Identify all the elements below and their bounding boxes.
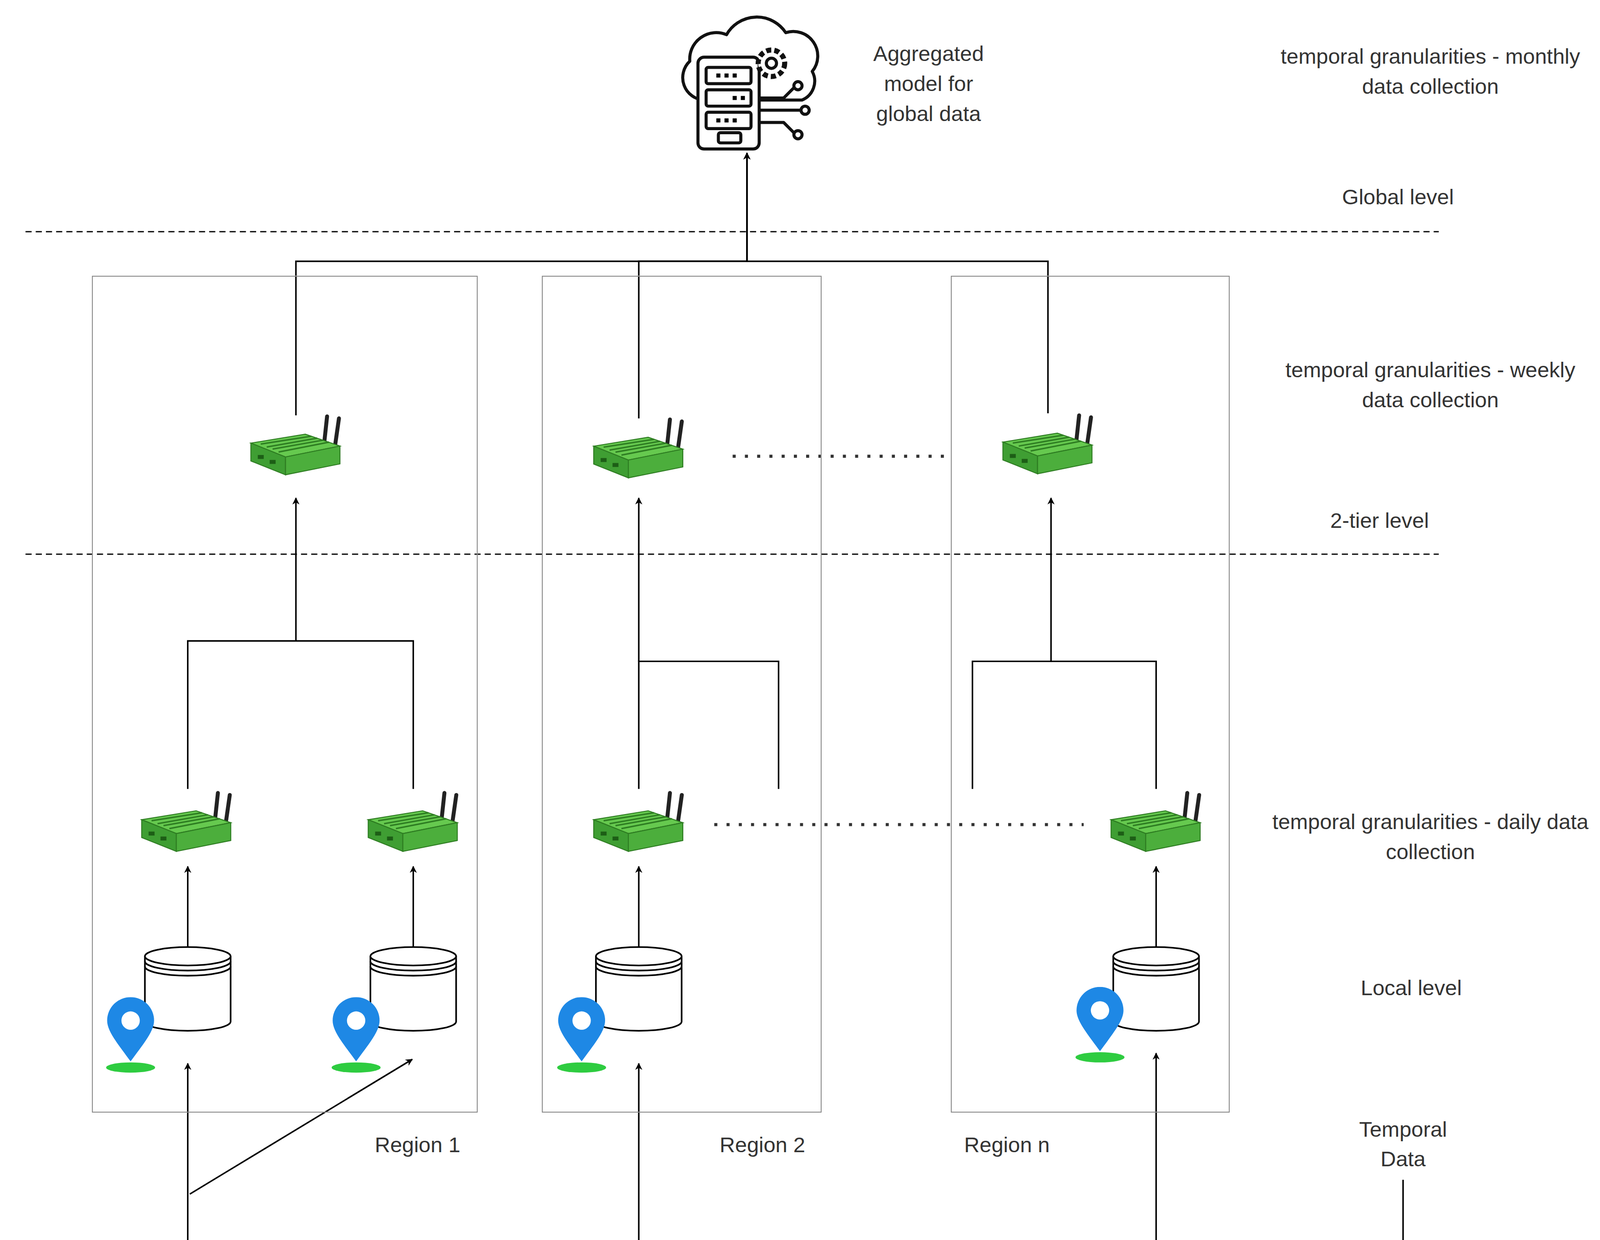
node-label: Aggregated model for global data: [859, 38, 998, 129]
region-label: Region n: [964, 1129, 1050, 1160]
level-label: Global level: [1342, 181, 1454, 212]
level-label: temporal granularities - monthly data co…: [1266, 41, 1594, 102]
region-label: Region 2: [719, 1129, 806, 1160]
ellipsis-dots: [714, 456, 1084, 825]
location-pin: [105, 986, 1125, 1073]
model-node: Aggregated model for global data: [673, 15, 1026, 154]
region-box: Region n: [950, 275, 1230, 1113]
level-label: Temporal Data: [1342, 1114, 1465, 1175]
level-label: temporal granularities - daily data coll…: [1266, 806, 1594, 867]
level-separator: [25, 231, 1439, 555]
edge-device: [141, 415, 1201, 852]
connector: [747, 152, 1049, 276]
level-label: 2-tier level: [1330, 505, 1429, 536]
level-label: temporal granularities - weekly data col…: [1266, 354, 1594, 415]
region-label: Region 1: [374, 1129, 461, 1160]
connector: [638, 152, 748, 276]
cloud-server-icon: [682, 16, 818, 149]
level-label: Local level: [1360, 972, 1462, 1003]
database: [145, 946, 1200, 1031]
wire: [187, 275, 1404, 1240]
region-box: Region 2: [541, 275, 822, 1113]
connector: [295, 152, 747, 276]
region-box: Region 1: [91, 275, 478, 1113]
